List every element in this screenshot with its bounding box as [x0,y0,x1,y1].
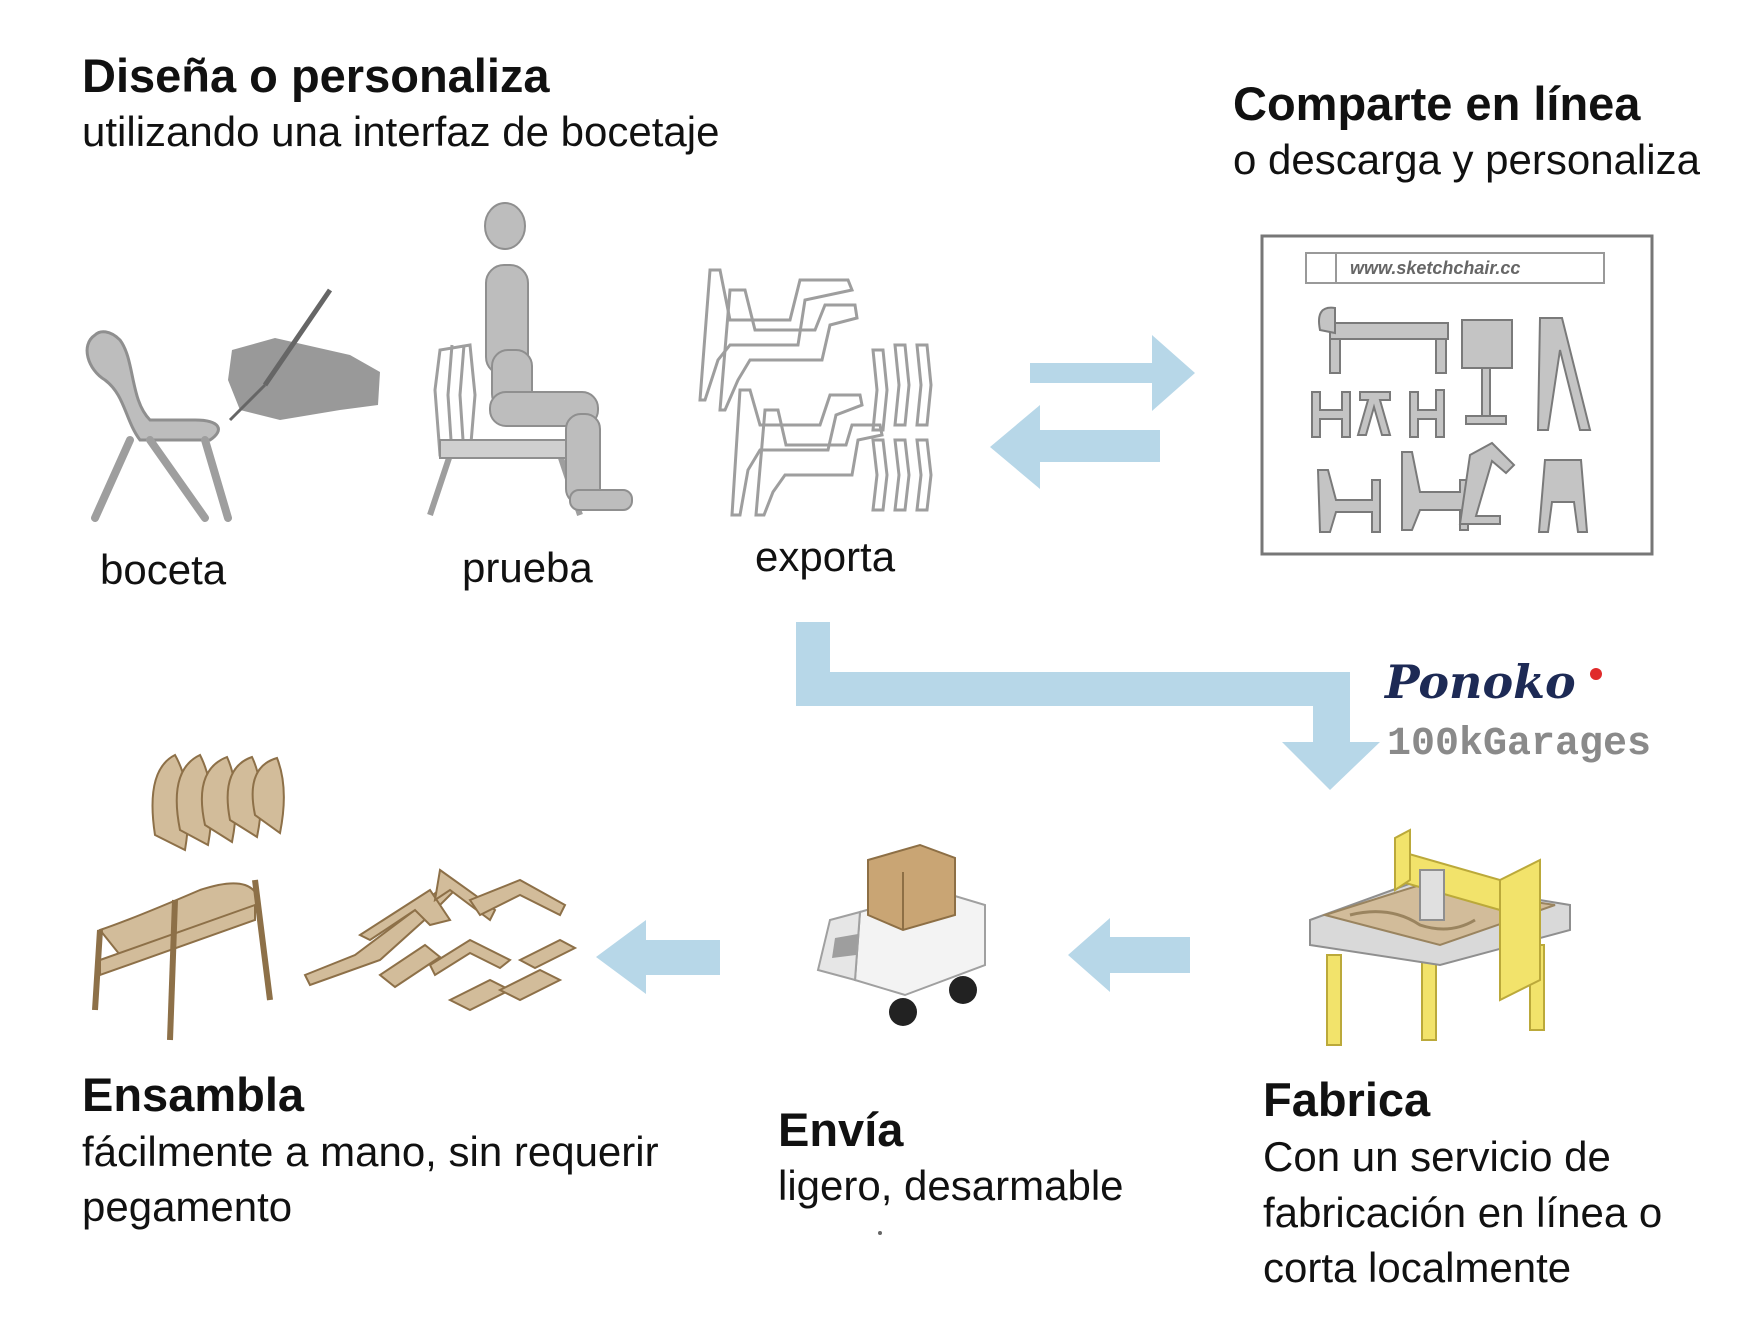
share-title: Comparte en línea [1233,77,1641,130]
drawing-hand-icon [228,288,380,422]
share-subtitle: o descarga y personaliza [1233,136,1700,183]
ship-subtitle: ligero, desarmable [778,1162,1124,1209]
assemble-line2: pegamento [82,1183,293,1230]
fabricate-line2: fabricación en línea o [1263,1189,1663,1236]
ponoko-logo-mark-icon [1590,668,1602,680]
sketch-chair-icon [85,330,232,522]
step-export-label: exporta [755,533,896,580]
flatpack-parts-icon [303,868,578,1012]
test-mannequin-icon [427,202,633,516]
assemble-title: Ensambla [82,1068,305,1121]
decorative-dot [878,1231,882,1235]
fabricate-line1: Con un servicio de [1263,1133,1611,1180]
fabricate-title: Fabrica [1263,1073,1431,1126]
design-title: Diseña o personaliza [82,49,550,102]
garages-logo: 100kGarages [1387,722,1652,767]
step-sketch-label: boceta [100,546,227,593]
delivery-truck-icon [816,843,986,1026]
cnc-machine-icon [1309,828,1571,1046]
assembled-chair-icon [92,753,285,1041]
export-parts-icon [698,268,933,517]
assemble-line1: fácilmente a mano, sin requerir [82,1128,659,1175]
arrow-to-share [1030,335,1195,411]
arrow-ship-to-assemble [596,920,720,994]
arrow-fab-to-ship [1068,918,1190,992]
fabricate-line3: corta localmente [1263,1244,1572,1291]
design-subtitle: utilizando una interfaz de bocetaje [82,108,720,155]
arrow-to-fabrication [796,622,1380,790]
website-url: www.sketchchair.cc [1350,258,1521,278]
website-thumbnails [1311,306,1592,533]
ship-title: Envía [778,1103,904,1156]
arrow-from-share [990,405,1160,489]
ponoko-logo: Ponoko [1385,655,1576,709]
step-test-label: prueba [462,544,593,591]
